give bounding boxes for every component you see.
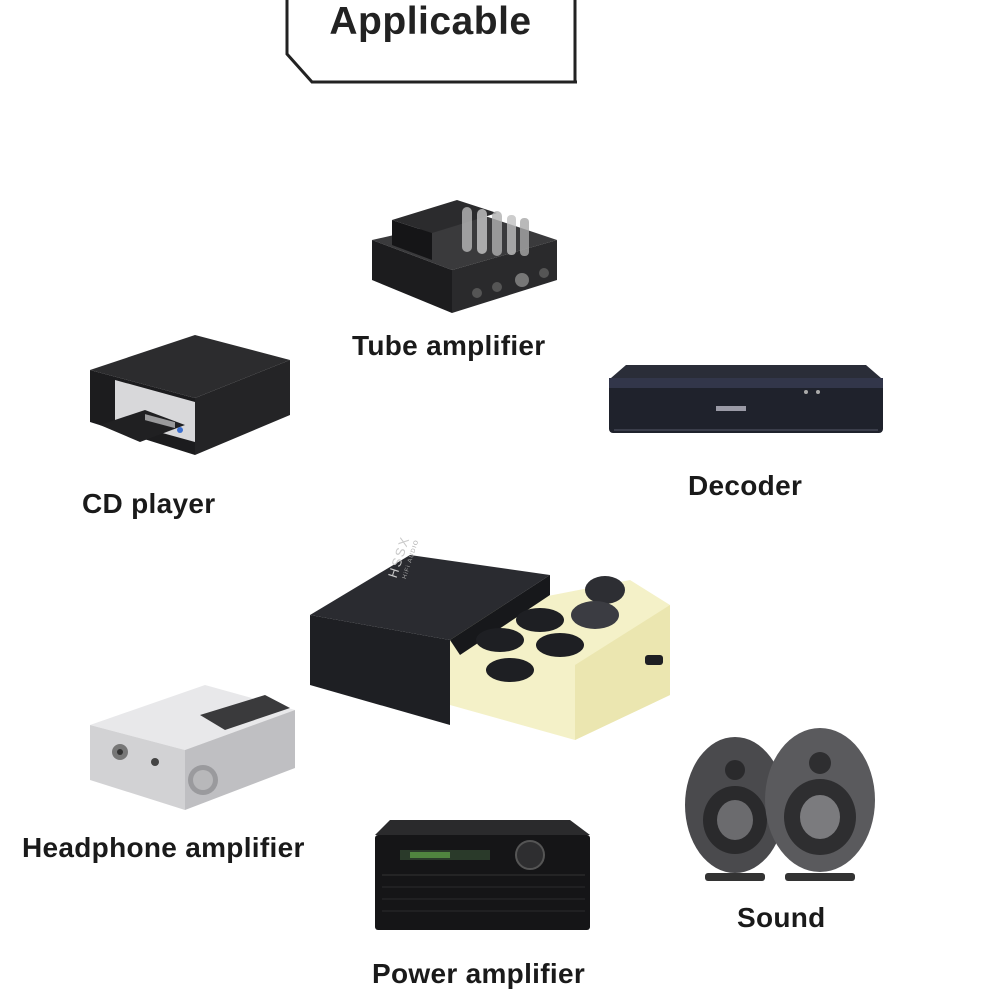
label-power-amplifier: Power amplifier xyxy=(372,958,586,989)
title-box: Applicable xyxy=(284,0,577,84)
label-cd-player: CD player xyxy=(82,488,216,519)
label-tube-amplifier: Tube amplifier xyxy=(352,330,546,361)
headphone-amplifier-image xyxy=(90,685,295,810)
label-headphone-amplifier: Headphone amplifier xyxy=(22,832,305,863)
title-frame xyxy=(285,0,577,84)
page-title: Applicable xyxy=(329,0,532,43)
label-sound: Sound xyxy=(737,902,826,933)
label-decoder: Decoder xyxy=(688,470,803,501)
speakers-image xyxy=(685,728,875,881)
cd-player-image xyxy=(90,335,290,455)
tube-amplifier-image xyxy=(372,200,557,313)
product-box-image xyxy=(310,555,670,740)
decoder-image xyxy=(609,365,883,433)
power-amplifier-image xyxy=(375,820,590,930)
